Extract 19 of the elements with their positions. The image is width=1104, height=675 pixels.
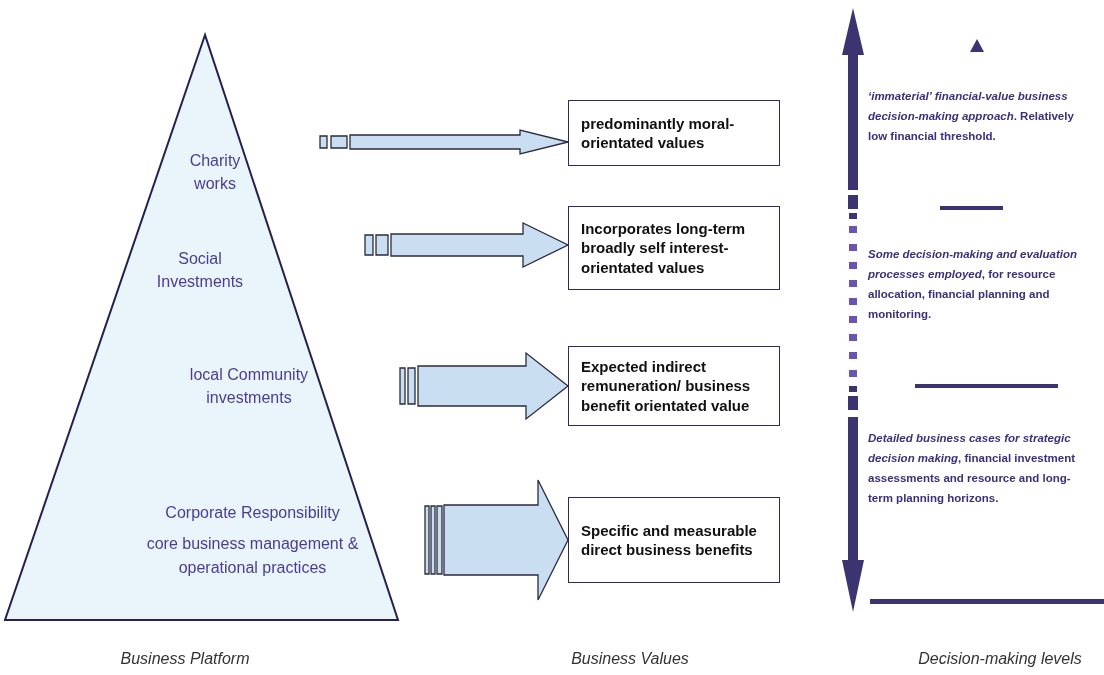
level-label: local Community investments <box>188 364 310 408</box>
value-box: Incorporates long-term broadly self interest-orientated values <box>568 206 780 290</box>
block-arrow <box>424 479 569 601</box>
level-label: core business management & operational practices <box>145 534 360 578</box>
level-description: Some decision-making and evaluation processes employed, for resource allocation, financial planning and monitoring. <box>868 247 1078 323</box>
column-heading: Business Platform <box>120 650 250 668</box>
level-label: Corporate Responsibility <box>165 503 340 524</box>
level-label: Charity works <box>188 150 242 194</box>
level-description: ‘immaterial’ financial-value business decision-making approach. Relatively low financial threshold. <box>868 89 1075 145</box>
value-box: Expected indirect remuneration/ business benefit orientated value <box>568 346 780 426</box>
level-label: Social Investments <box>155 248 245 292</box>
column-heading: Business Values <box>571 650 689 668</box>
block-arrow <box>364 221 570 269</box>
column-heading: Decision-making levels <box>918 650 1082 668</box>
block-arrow <box>399 351 570 421</box>
level-description: Detailed business cases for strategic decision making, financial investment assessments and resource and long-term planning horizons. <box>868 431 1077 507</box>
value-box: predominantly moral-orientated values <box>568 100 780 166</box>
block-arrow <box>319 129 569 155</box>
value-box: Specific and measurable direct business benefits <box>568 497 780 583</box>
